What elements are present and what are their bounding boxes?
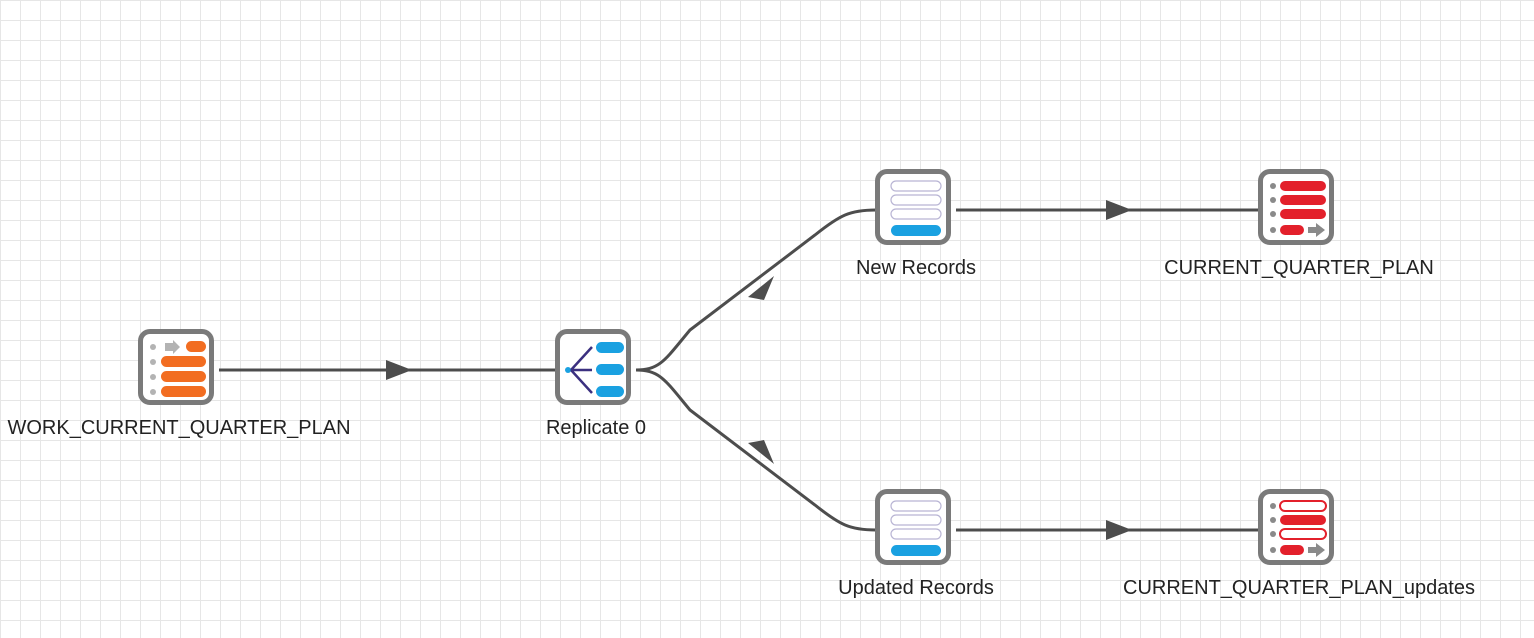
node-replicate-0[interactable] xyxy=(555,329,631,405)
node-label-current-quarter-plan: CURRENT_QUARTER_PLAN xyxy=(1164,257,1434,279)
edge-arrow-work-to-replicate xyxy=(386,360,412,380)
edge-arrow-replicate-to-updated-records xyxy=(748,440,774,464)
edge-arrow-new-records-to-current-quarter-plan xyxy=(1106,200,1132,220)
target-table-icon xyxy=(1270,181,1326,237)
target-table-update-icon xyxy=(1270,500,1327,557)
edge-arrow-updated-records-to-current-quarter-plan-updates xyxy=(1106,520,1132,540)
edge-replicate-to-updated-records[interactable] xyxy=(635,368,877,532)
node-label-work-current-quarter-plan: WORK_CURRENT_QUARTER_PLAN xyxy=(7,417,351,439)
node-work-current-quarter-plan[interactable] xyxy=(138,329,214,405)
node-label-current-quarter-plan-updates: CURRENT_QUARTER_PLAN_updates xyxy=(1123,577,1475,599)
node-updated-records[interactable] xyxy=(875,489,951,565)
filter-icon xyxy=(890,180,942,236)
edge-replicate-to-new-records[interactable] xyxy=(635,208,877,372)
filter-icon xyxy=(890,500,942,556)
node-label-updated-records: Updated Records xyxy=(838,577,994,599)
node-label-new-records: New Records xyxy=(855,257,977,279)
source-table-icon xyxy=(150,340,206,397)
replicate-icon xyxy=(565,342,624,397)
node-current-quarter-plan[interactable] xyxy=(1258,169,1334,245)
node-new-records[interactable] xyxy=(875,169,951,245)
node-label-replicate-0: Replicate 0 xyxy=(545,417,647,439)
node-current-quarter-plan-updates[interactable] xyxy=(1258,489,1334,565)
edge-arrow-replicate-to-new-records xyxy=(748,276,774,300)
